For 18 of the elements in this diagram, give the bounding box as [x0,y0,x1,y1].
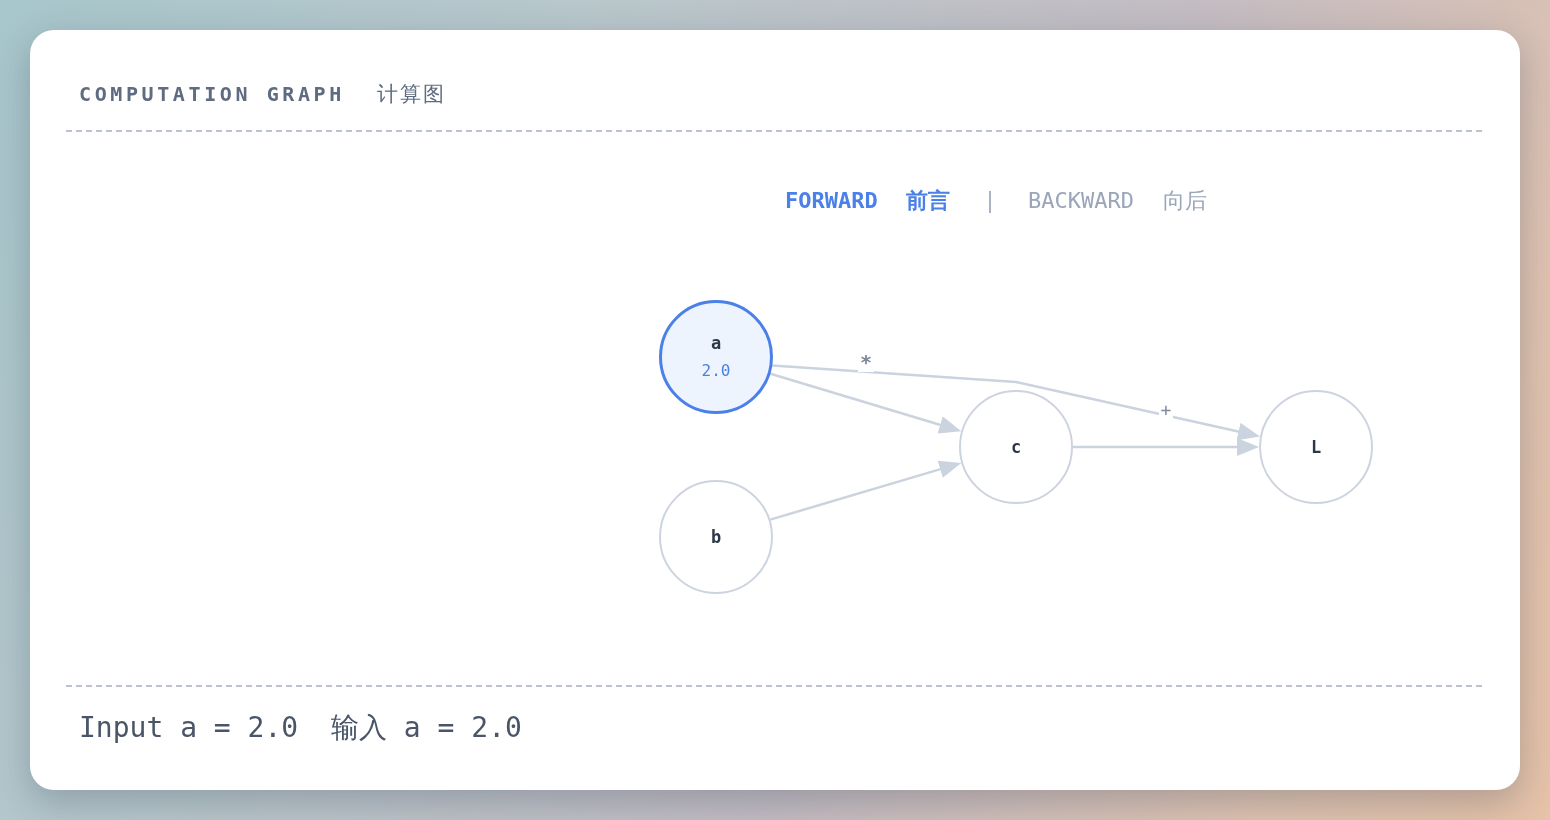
tab-label: FORWARD [785,190,878,212]
status-text: 输入 a = 2.0 [331,714,522,742]
tab-label: 向后 [1163,190,1207,212]
node-value: 2.0 [701,363,731,379]
title: COMPUTATION GRAPH [79,84,345,104]
node-label: a [710,335,722,352]
tab-label: BACKWARD [1028,190,1134,212]
arrow [770,372,962,434]
arrow [772,364,1260,441]
node-label: L [1310,438,1322,456]
status-text: Input a = 2.0 [79,714,299,742]
node-label: c [1010,438,1022,456]
arrow [769,460,962,521]
operator-label: * [858,352,875,372]
node-label: b [710,528,722,546]
tab-label: 前言 [906,190,950,212]
title: 计算图 [377,83,446,105]
arrow [1073,438,1259,456]
